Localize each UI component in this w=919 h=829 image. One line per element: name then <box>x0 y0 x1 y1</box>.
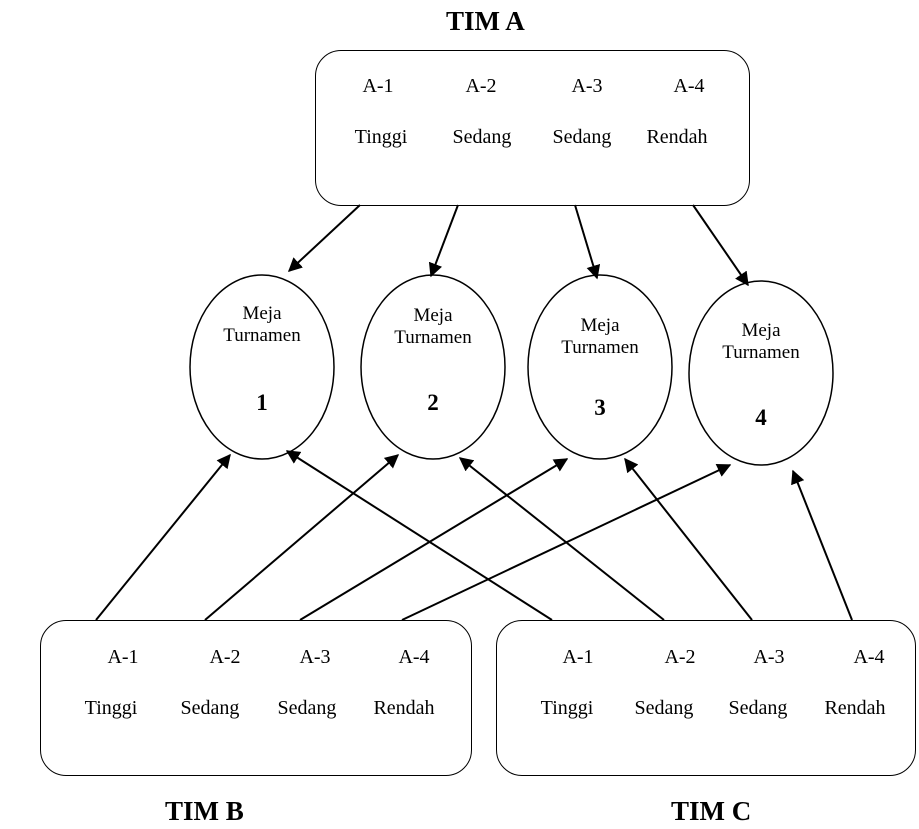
team-a-member-2-code: A-2 <box>465 75 497 97</box>
team-a-member-1-code: A-1 <box>362 75 394 97</box>
table-1-line2: Turnamen <box>223 325 301 346</box>
team-b-member-2-level: Sedang <box>180 697 240 719</box>
team-a-member-3-level: Sedang <box>552 126 612 148</box>
team-a-member-1-level: Tinggi <box>354 126 408 148</box>
arrow-a4-table4 <box>692 204 749 287</box>
table-3-line2: Turnamen <box>561 337 639 358</box>
table-3-label: Meja Turnamen <box>561 315 638 359</box>
table-4-ellipse <box>688 280 834 466</box>
team-c-member-4-code: A-4 <box>853 646 885 668</box>
team-c-member-4-level: Rendah <box>824 697 886 719</box>
table-4-number: 4 <box>755 405 767 430</box>
arrow-b3-table3 <box>299 458 569 621</box>
table-1-number: 1 <box>256 390 268 415</box>
team-b-member-3-code: A-3 <box>299 646 331 668</box>
arrow-c2-table2 <box>458 457 665 621</box>
table-4-line2: Turnamen <box>722 342 800 363</box>
team-b-member-4-code: A-4 <box>398 646 430 668</box>
team-b-box <box>40 620 472 776</box>
table-2-line1: Meja <box>413 305 453 326</box>
table-4-label: Meja Turnamen <box>722 320 799 364</box>
team-c-member-1-level: Tinggi <box>540 697 594 719</box>
table-2-line2: Turnamen <box>394 327 472 348</box>
table-1-label: Meja Turnamen <box>223 303 300 347</box>
team-c-box <box>496 620 916 776</box>
table-3-ellipse <box>527 274 673 460</box>
team-c-member-2-level: Sedang <box>634 697 694 719</box>
team-a-member-3-code: A-3 <box>571 75 603 97</box>
team-b-title: TIM B <box>165 796 244 826</box>
arrow-c3-table3 <box>624 457 753 621</box>
arrow-b2-table2 <box>204 454 400 621</box>
table-1-ellipse <box>189 274 335 460</box>
arrow-c1-table1 <box>285 450 553 621</box>
arrow-c4-table4 <box>791 469 853 621</box>
team-b-member-1-level: Tinggi <box>84 697 138 719</box>
team-b-member-1-code: A-1 <box>107 646 139 668</box>
team-b-member-2-code: A-2 <box>209 646 241 668</box>
team-c-member-1-code: A-1 <box>562 646 594 668</box>
table-2-ellipse <box>360 274 506 460</box>
arrow-b1-table1 <box>95 453 231 621</box>
team-a-member-4-level: Rendah <box>646 126 708 148</box>
team-b-member-4-level: Rendah <box>373 697 435 719</box>
team-a-member-4-code: A-4 <box>673 75 705 97</box>
team-b-member-3-level: Sedang <box>277 697 337 719</box>
team-c-member-2-code: A-2 <box>664 646 696 668</box>
team-a-member-2-level: Sedang <box>452 126 512 148</box>
arrow-a2-table2 <box>428 204 459 278</box>
table-4-line1: Meja <box>741 320 781 341</box>
team-c-member-3-code: A-3 <box>753 646 785 668</box>
team-a-title: TIM A <box>446 6 525 36</box>
table-2-label: Meja Turnamen <box>394 305 471 349</box>
table-3-line1: Meja <box>580 315 620 336</box>
arrow-a3-table3 <box>574 204 601 280</box>
table-3-number: 3 <box>594 395 606 420</box>
arrow-a1-table1 <box>287 204 361 272</box>
team-a-box <box>315 50 750 206</box>
table-2-number: 2 <box>427 390 439 415</box>
table-1-line1: Meja <box>242 303 282 324</box>
team-c-title: TIM C <box>671 796 752 826</box>
team-c-member-3-level: Sedang <box>728 697 788 719</box>
